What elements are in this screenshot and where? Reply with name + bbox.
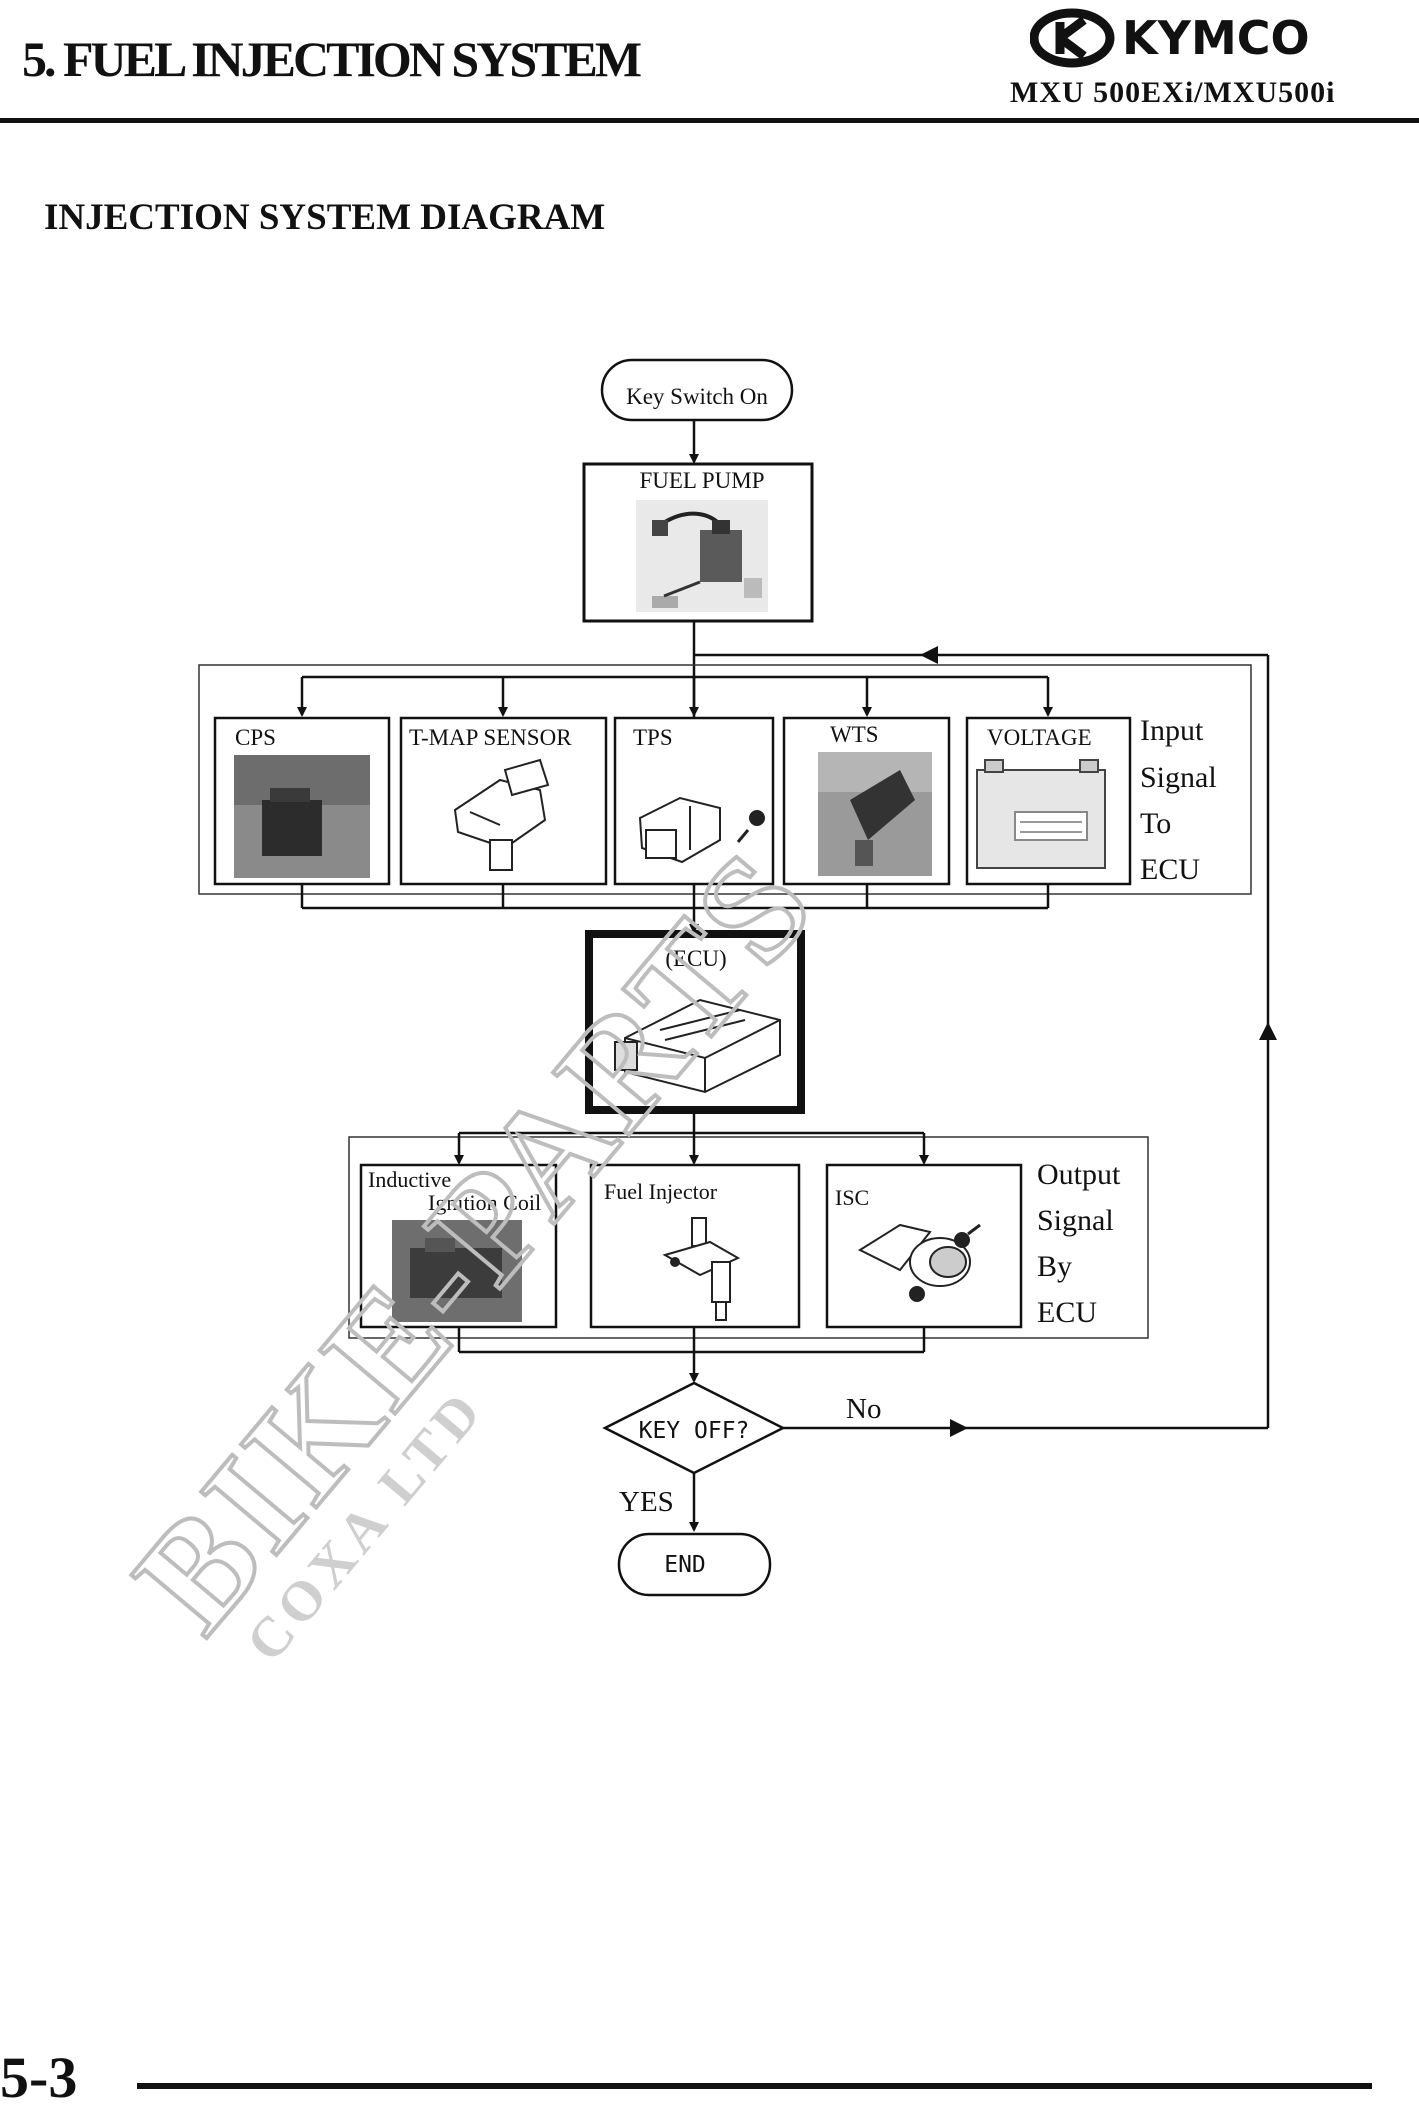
svg-text:To: To [1140, 807, 1171, 840]
tps-sensor-box: TPS [613, 716, 775, 886]
end-label: END [664, 1552, 706, 1578]
input-group-frame [198, 664, 1252, 895]
isc-image [857, 1223, 981, 1302]
t-map-image [453, 758, 550, 871]
t-map-label: T-MAP SENSOR [409, 725, 572, 750]
ignition-label-line1: Inductive [368, 1167, 451, 1192]
yes-branch-label: YES [619, 1486, 674, 1518]
fuel-injector-label: Fuel Injector [604, 1179, 718, 1204]
voltage-label: VOLTAGE [987, 725, 1092, 750]
output-group-frame [348, 1136, 1149, 1339]
svg-text:Signal: Signal [1140, 761, 1217, 794]
key-switch-on-label: Key Switch On [626, 384, 768, 409]
fuel-injector-image [662, 1217, 741, 1321]
wts-label: WTS [830, 722, 879, 747]
t-map-sensor-box: T-MAP SENSOR [399, 716, 608, 886]
input-signal-label: Input Signal To ECU [1140, 714, 1217, 886]
wts-sensor-box: WTS [782, 716, 951, 886]
no-branch-label: No [846, 1393, 881, 1425]
header-divider [0, 118, 1419, 123]
ignition-coil-box: Inductive Ignition Coil [359, 1163, 558, 1329]
end-node: END [617, 1532, 772, 1597]
isc-label: ISC [835, 1185, 869, 1210]
isc-box: ISC [825, 1163, 1023, 1329]
voltage-box: VOLTAGE [965, 716, 1132, 886]
section-title: 5. FUEL INJECTION SYSTEM [22, 31, 642, 87]
page-number: 5-3 [0, 2045, 78, 2110]
fuel-pump-box: FUEL PUMP [582, 462, 814, 623]
ecu-label: (ECU) [665, 946, 726, 971]
ecu-box: (ECU) [585, 930, 805, 1114]
brand-name: KYMCO [1122, 11, 1310, 65]
svg-text:Output: Output [1037, 1158, 1121, 1191]
svg-text:Signal: Signal [1037, 1204, 1114, 1237]
output-signal-label: Output Signal By ECU [1037, 1158, 1121, 1329]
svg-text:ECU: ECU [1140, 853, 1200, 886]
fuel-injector-box: Fuel Injector [589, 1163, 801, 1329]
tps-label: TPS [633, 725, 673, 750]
svg-text:By: By [1037, 1250, 1072, 1283]
ignition-coil-image [392, 1220, 522, 1322]
svg-text:Input: Input [1140, 714, 1204, 747]
tps-image [638, 796, 765, 864]
footer-divider [137, 2083, 1372, 2089]
cps-label: CPS [235, 725, 276, 750]
key-switch-on-node: Key Switch On [600, 358, 794, 422]
svg-text:ECU: ECU [1037, 1296, 1097, 1329]
fuel-pump-image [636, 500, 768, 612]
battery-image [976, 759, 1106, 869]
wts-image [818, 752, 932, 876]
cps-sensor-box: CPS [213, 716, 391, 886]
ignition-label-line2: Ignition Coil [428, 1190, 541, 1215]
model-name: MXU 500EXi/MXU500i [1010, 76, 1336, 109]
cps-image [234, 755, 370, 878]
fuel-pump-label: FUEL PUMP [639, 468, 764, 493]
kymco-logo: KYMCO [1030, 8, 1310, 68]
key-off-decision: KEY OFF? [602, 1381, 786, 1475]
key-off-label: KEY OFF? [639, 1418, 750, 1444]
diagram-heading: INJECTION SYSTEM DIAGRAM [44, 197, 606, 238]
ecu-image [614, 998, 781, 1094]
